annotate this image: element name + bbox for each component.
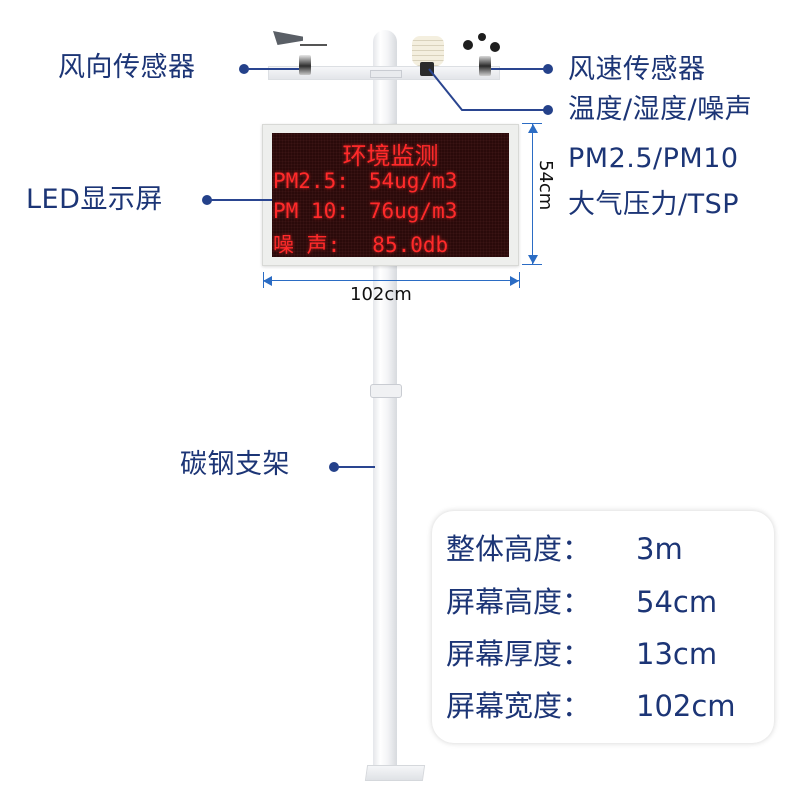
radiation-shield-icon	[412, 36, 444, 66]
led-row-pm25: PM2.5: 54ug/m3	[273, 169, 457, 193]
callout-connector-line	[247, 68, 299, 70]
height-dimension-label: 54cm	[535, 160, 556, 211]
callout-connector-line	[428, 68, 550, 111]
led-row-value: 76ug/m3	[368, 199, 458, 223]
spec-value: 3m	[636, 532, 683, 566]
led-row-value: 85.0db	[372, 233, 449, 257]
spec-row-screen-height: 屏幕高度： 54cm	[446, 585, 717, 619]
spec-value: 102cm	[636, 689, 736, 723]
wind-vane-rod	[300, 44, 327, 46]
width-dimension-line	[264, 280, 519, 281]
callout-dot-icon	[329, 462, 339, 472]
callout-connector-line	[337, 466, 375, 468]
callout-connector-line	[210, 199, 272, 201]
arrow-up-icon	[528, 124, 538, 133]
wind-vane-fin-icon	[273, 31, 303, 45]
callout-dot-icon	[202, 195, 212, 205]
height-dimension-line	[532, 124, 533, 264]
led-display-frame: 环境监测 PM2.5: 54ug/m3 PM 10: 76ug/m3 噪 声: 85.…	[262, 124, 519, 266]
callout-carbon-steel-bracket: 碳钢支架	[180, 449, 290, 480]
led-title: 环境监测	[342, 142, 439, 170]
pole-clamp	[370, 384, 402, 398]
callout-led-display: LED显示屏	[26, 184, 163, 215]
callout-multi-sensor-line-3: 大气压力/TSP	[568, 189, 740, 220]
callout-multi-sensor-line-1: 温度/湿度/噪声	[568, 94, 753, 125]
callout-connector-line	[491, 68, 546, 70]
wind-direction-sensor-body	[299, 55, 311, 75]
pole-base-plate	[364, 765, 426, 781]
height-dim-tick-top	[522, 123, 542, 124]
led-row-label: PM2.5:	[273, 169, 349, 193]
arrow-left-icon	[263, 276, 272, 286]
callout-multi-sensor-line-2: PM2.5/PM10	[568, 143, 739, 174]
arrow-right-icon	[510, 276, 519, 286]
spec-key: 屏幕厚度：	[446, 637, 592, 671]
led-row-label: PM 10:	[273, 199, 349, 223]
arrow-down-icon	[528, 255, 538, 264]
spec-value: 54cm	[636, 585, 718, 619]
anemometer-cup-icon	[463, 40, 473, 50]
spec-row-overall-height: 整体高度： 3m	[446, 532, 683, 566]
height-dim-tick-bottom	[522, 264, 542, 265]
callout-wind-direction-sensor: 风向传感器	[58, 52, 196, 83]
led-display-screen: 环境监测 PM2.5: 54ug/m3 PM 10: 76ug/m3 噪 声: 85.…	[272, 133, 509, 257]
callout-wind-speed-sensor: 风速传感器	[568, 54, 706, 85]
callout-dot-icon	[543, 105, 553, 115]
crossarm-clamp	[370, 70, 402, 78]
spec-value: 13cm	[636, 637, 718, 671]
multi-sensor-body	[420, 62, 434, 76]
spec-key: 整体高度：	[446, 532, 592, 566]
wind-speed-sensor-body	[479, 56, 491, 76]
callout-dot-icon	[543, 64, 553, 74]
spec-row-screen-thickness: 屏幕厚度： 13cm	[446, 637, 717, 671]
anemometer-cup-icon	[490, 42, 500, 52]
led-row-value: 54ug/m3	[368, 169, 458, 193]
led-row-pm10: PM 10: 76ug/m3	[273, 199, 457, 223]
led-row-noise: 噪 声: 85.0db	[273, 229, 448, 257]
width-dim-tick-right	[519, 272, 520, 288]
anemometer-cup-icon	[478, 33, 486, 41]
spec-row-screen-width: 屏幕宽度： 102cm	[446, 689, 736, 723]
spec-key: 屏幕高度：	[446, 585, 592, 619]
callout-dot-icon	[239, 64, 249, 74]
spec-box: 整体高度： 3m 屏幕高度： 54cm 屏幕厚度： 13cm 屏幕宽度： 102cm	[432, 511, 774, 743]
led-row-label: 噪 声:	[273, 233, 341, 257]
spec-key: 屏幕宽度：	[446, 689, 592, 723]
width-dimension-label: 102cm	[350, 284, 412, 305]
